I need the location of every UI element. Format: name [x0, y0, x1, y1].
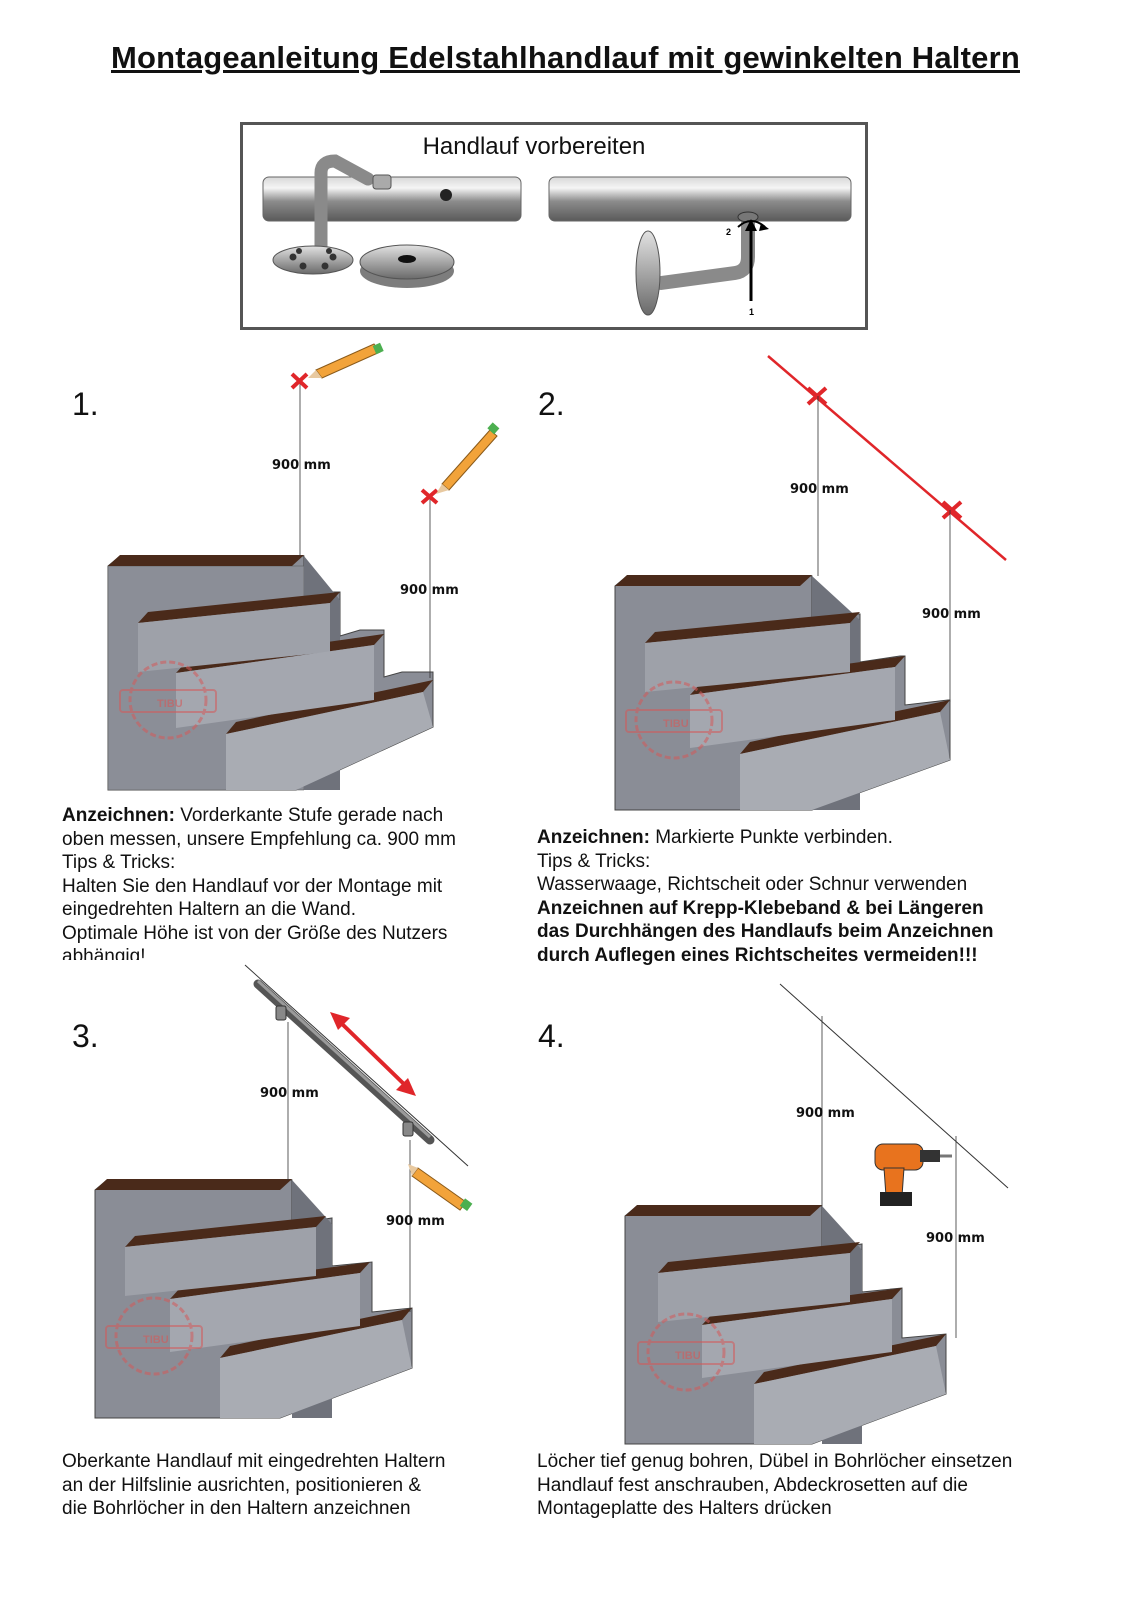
- caption-line: an der Hilfslinie ausrichten, positionie…: [62, 1474, 422, 1496]
- tread: [95, 1179, 292, 1190]
- watermark-stamp: [625, 680, 723, 760]
- dimension-label: 900 mm: [926, 1231, 985, 1246]
- step-number: 2.: [538, 386, 565, 422]
- watermark-stamp: [119, 660, 217, 740]
- caption-line: oben messen, unsere Empfehlung ca. 900 m…: [62, 828, 456, 850]
- tread: [138, 592, 340, 623]
- caption-line: Optimale Höhe ist von der Größe des Nutz…: [62, 922, 448, 944]
- bracket-arm-right: [654, 216, 755, 290]
- page-title: Montageanleitung Edelstahlhandlauf mit g…: [111, 40, 1020, 75]
- arrow-label-2: 2: [726, 227, 731, 237]
- watermark-text: TIBU: [675, 1350, 701, 1362]
- step2-scene: TIBU: [614, 355, 1007, 811]
- step-number: 3.: [72, 1018, 99, 1054]
- tread: [108, 555, 304, 566]
- slide-arrow: [336, 1018, 410, 1090]
- caption-lead-rest: Vorderkante Stufe gerade nach: [174, 805, 444, 826]
- tread: [625, 1205, 822, 1216]
- watermark-stamp: [105, 1296, 203, 1376]
- dimension-label: 900 mm: [790, 482, 849, 497]
- tread: [645, 612, 860, 643]
- caption-line: Wasserwaage, Richtscheit oder Schnur ver…: [537, 874, 968, 895]
- caption-line: eingedrehten Haltern an die Wand.: [62, 899, 356, 920]
- caption-line: Handlauf fest anschrauben, Abdeckrosette…: [537, 1474, 968, 1496]
- watermark-stamp: [637, 1312, 735, 1392]
- tread: [754, 1334, 946, 1384]
- step1-scene: TIBU: [107, 342, 500, 791]
- caption-bold-line: das Durchhängen des Handlaufs beim Anzei…: [537, 921, 994, 942]
- caption-line: Halten Sie den Handlauf vor der Montage …: [62, 875, 443, 897]
- handrail-tube-right: [548, 176, 852, 222]
- caption-line: Oberkante Handlauf mit eingedrehten Halt…: [62, 1451, 446, 1472]
- prep-panel: Handlauf vorbereiten: [240, 122, 868, 330]
- marking-line: [767, 355, 1007, 561]
- step3-caption: Oberkante Handlauf mit eingedrehten Halt…: [62, 1450, 522, 1521]
- tread: [615, 575, 812, 586]
- prep-illustration: 1 2: [262, 154, 852, 317]
- pencil-icon: [436, 422, 500, 494]
- step-number: 4.: [538, 1018, 565, 1054]
- caption-line: die Bohrlöcher in den Haltern anzeichnen: [62, 1498, 411, 1519]
- caption-line: Tips & Tricks:: [537, 850, 651, 872]
- bracket-screw: [372, 174, 392, 190]
- dimension-label: 900 mm: [386, 1214, 445, 1229]
- tread: [226, 680, 433, 734]
- dimension-label: 900 mm: [796, 1106, 855, 1121]
- red-x-mark: [806, 386, 963, 520]
- pencil-icon: [308, 342, 384, 379]
- caption-bold-line: durch Auflegen eines Richtscheites verme…: [537, 944, 978, 966]
- tube-hole: [440, 189, 452, 201]
- step3-scene: TIBU: [94, 964, 473, 1419]
- caption-line: abhängig!: [62, 946, 146, 960]
- arrow-label-1: 1: [749, 307, 754, 317]
- dimension-label: 900 mm: [272, 458, 331, 473]
- caption-bold-line: Anzeichnen auf Krepp-Klebeband & bei Län…: [537, 897, 984, 919]
- step-number: 1.: [72, 386, 99, 422]
- mounting-plate: [272, 245, 354, 275]
- watermark-text: TIBU: [663, 718, 689, 730]
- pencil-icon: [408, 1164, 473, 1211]
- red-x-mark: [290, 372, 439, 505]
- caption-line: Tips & Tricks:: [62, 852, 176, 873]
- prep-title: Handlauf vorbereiten: [422, 133, 646, 160]
- tread: [658, 1242, 860, 1273]
- drill-icon: [874, 1143, 952, 1206]
- bracket-icon: [275, 1005, 414, 1137]
- tread: [220, 1308, 412, 1358]
- step2-caption: Anzeichnen: Markierte Punkte verbinden. …: [537, 826, 1097, 967]
- dimension-label: 900 mm: [400, 583, 459, 598]
- dimension-label: 900 mm: [260, 1086, 319, 1101]
- wall-plate: [635, 230, 661, 316]
- caption-lead: Anzeichnen:: [537, 827, 650, 848]
- dimension-label: 900 mm: [922, 607, 981, 622]
- watermark-text: TIBU: [143, 1334, 169, 1346]
- step4-caption: Löcher tief genug bohren, Dübel in Bohrl…: [537, 1450, 1097, 1521]
- handrail: [253, 979, 435, 1145]
- caption-line: Löcher tief genug bohren, Dübel in Bohrl…: [537, 1451, 1013, 1472]
- tread: [125, 1216, 326, 1247]
- watermark-text: TIBU: [157, 698, 183, 710]
- step1-caption: Anzeichnen: Vorderkante Stufe gerade nac…: [62, 804, 512, 960]
- step4-scene: TIBU: [624, 983, 1009, 1445]
- caption-line: Montageplatte des Halters drücken: [537, 1498, 832, 1519]
- bracket-arm: [314, 154, 375, 260]
- caption-lead-rest: Markierte Punkte verbinden.: [649, 827, 893, 848]
- tread: [740, 700, 950, 754]
- caption-lead: Anzeichnen:: [62, 805, 175, 826]
